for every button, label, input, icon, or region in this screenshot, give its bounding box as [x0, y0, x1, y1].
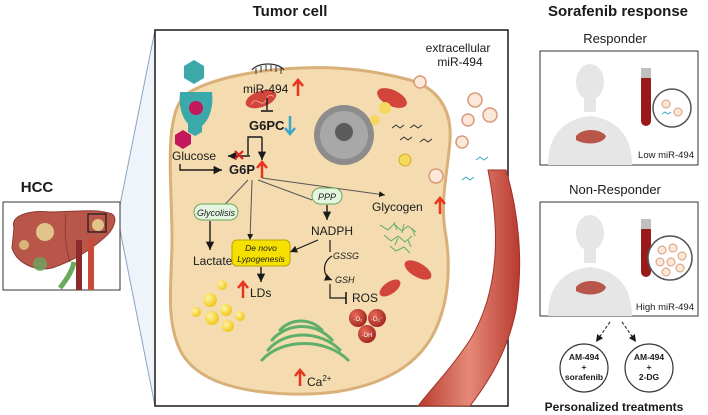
blood-vessel — [416, 169, 521, 407]
lds-label: LDs — [250, 286, 271, 300]
blocked-x-icon — [234, 150, 244, 160]
glucose-to-g6p-arrow — [179, 164, 222, 175]
responder-magnifier — [652, 88, 692, 128]
nadph-to-lipogenesis-arrow — [289, 239, 319, 253]
non-responder-blood-tube — [641, 219, 651, 277]
responder-blood-tube — [641, 68, 651, 126]
ca-superscript: 2+ — [322, 374, 331, 383]
hcc-label: HCC — [21, 179, 54, 196]
treatment-option-1: AM-494 + sorafenib — [559, 343, 609, 393]
treatment-1-line3: sorafenib — [565, 372, 603, 382]
glucose-transporter — [175, 60, 213, 149]
lactate-label: Lactate — [193, 254, 233, 268]
responder-header: Responder — [583, 31, 647, 46]
ros-o2: ·O₂ — [354, 317, 364, 323]
mirna-hairpin-ticks — [255, 65, 282, 74]
ca-up-arrow — [294, 368, 306, 386]
exosomes — [370, 75, 498, 184]
g6pc-label: G6PC — [249, 118, 285, 133]
g6pc-to-g6p-arrow — [247, 136, 262, 155]
ros-o2-minus: ·O₂⁻ — [371, 317, 383, 323]
extracellular-label-line1: extracellular — [426, 41, 491, 55]
non-responder-magnifier — [647, 235, 693, 281]
lipogenesis-box — [231, 239, 291, 267]
non-responder-caption: High miR-494 — [636, 302, 694, 313]
mirna-squiggles — [391, 124, 489, 181]
responder-caption: Low miR-494 — [638, 150, 694, 161]
mirna-hairpin-icon — [251, 63, 285, 71]
lds-up-arrow — [237, 280, 249, 298]
treatment-1-line1: AM-494 — [569, 352, 600, 362]
extracellular-label-line2: miR-494 — [437, 55, 483, 69]
nadph-label: NADPH — [311, 224, 353, 238]
glycogen-granules — [379, 221, 417, 254]
zoom-connector — [119, 29, 156, 407]
nucleus — [314, 105, 374, 165]
glycolisis-box — [193, 203, 239, 221]
glycogen-up-arrow — [434, 196, 446, 214]
g6p-up-arrow — [256, 160, 268, 178]
mir494-up-arrow — [292, 78, 304, 96]
non-responder-header: Non-Responder — [569, 182, 661, 197]
treatment-1-line2: + — [582, 362, 587, 372]
treatment-arrow-left — [595, 321, 611, 343]
ca-text: Ca — [307, 375, 323, 389]
treatment-2-line2: + — [647, 362, 652, 372]
ros-molecules: ·O₂ ·O₂⁻ ·OH — [349, 309, 386, 343]
glucose-label: Glucose — [172, 149, 216, 163]
glycogen-label: Glycogen — [372, 200, 423, 214]
ros-oh: ·OH — [362, 333, 373, 339]
tumor-cell-title: Tumor cell — [253, 3, 328, 20]
endoplasmic-reticulum — [260, 319, 350, 362]
personalized-treatments-label: Personalized treatments — [545, 400, 684, 414]
treatment-arrow-right — [621, 321, 637, 343]
gssg-label: GSSG — [333, 251, 359, 261]
treatment-2-line1: AM-494 — [634, 352, 665, 362]
lipogenesis-label-line2: Lypogenesis — [237, 254, 285, 264]
glycolisis-label: Glycolisis — [197, 208, 236, 218]
lipogenesis-label-line1: De novo — [245, 243, 277, 253]
treatment-2-line3: 2-DG — [639, 372, 660, 382]
sorafenib-response-title: Sorafenib response — [548, 3, 688, 20]
ca-label: Ca2+ — [307, 374, 332, 389]
liver-lobe-line — [64, 213, 71, 263]
ppp-box — [311, 187, 343, 205]
non-responder-patient-figure — [548, 215, 632, 316]
tumor-nodule — [36, 223, 54, 241]
ppp-label: PPP — [318, 192, 336, 202]
gssg-gsh-cycle — [323, 255, 333, 281]
mir494-label: miR-494 — [243, 82, 289, 96]
lipid-droplets — [191, 280, 245, 332]
zoom-box — [87, 213, 107, 233]
gsh-label: GSH — [335, 275, 355, 285]
hcc-liver-panel — [2, 201, 121, 291]
g6p-label: G6P — [229, 162, 255, 177]
g6pc-down-arrow — [284, 116, 296, 136]
ros-label: ROS — [352, 291, 378, 305]
responder-patient-figure — [548, 64, 632, 165]
treatment-option-2: AM-494 + 2-DG — [624, 343, 674, 393]
